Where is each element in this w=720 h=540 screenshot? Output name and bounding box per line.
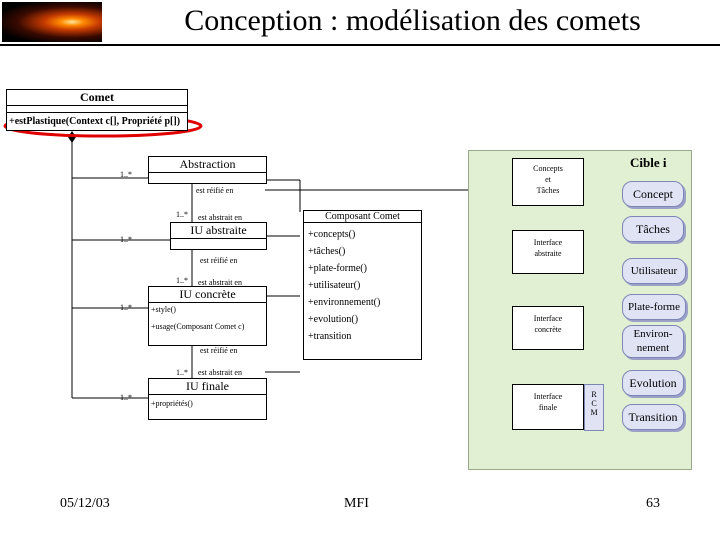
composant-op: +concepts() [308,229,356,240]
mult-iu-abstraite: 1..* [120,235,132,244]
composant-op: +transition [308,331,352,342]
interface-finale-card: Interface finale [512,384,584,430]
mult-abstraction: 1..* [120,170,132,179]
concepts-taches-card: Concepts et Tâches [512,158,584,206]
interface-concrete-card: Interface concrète [512,306,584,350]
composant-op: +evolution() [308,314,359,325]
target-concept: Concept [622,181,684,207]
comet-class: Comet +estPlastique(Context c[], Proprié… [6,89,188,131]
slide-title: Conception : modélisation des comets [184,4,641,37]
target-transition: Transition [622,404,684,430]
mult-iu-finale: 1..* [120,393,132,402]
iu-concrete-reified: est réifié en [200,346,238,355]
target-utilisateur: Utilisateur [622,258,686,284]
mult-iu-concrete: 1..* [120,303,132,312]
target-evolution: Evolution [622,370,684,396]
iu-finale-abstracted: est abstrait en [198,368,242,377]
rcm-box: R C M [584,384,604,431]
comet-logo [2,2,102,42]
comet-class-name: Comet [7,90,187,106]
composant-op: +tâches() [308,246,346,257]
iu-abstraite-mult: 1..* [176,210,188,219]
footer-center: MFI [344,496,369,511]
iu-concrete-mult: 1..* [176,276,188,285]
footer-date: 05/12/03 [60,496,110,511]
iu-abstraite-reified: est réifié en [200,256,238,265]
composant-op: +environnement() [308,297,381,308]
composant-op: +plate-forme() [308,263,367,274]
abstraction-reified: est réifié en [196,186,234,195]
composant-comet-class: Composant Comet +concepts() +tâches() +p… [303,210,422,360]
abstraction-class: Abstraction [148,156,267,184]
cible-label: Cible i [630,155,667,170]
target-environnement: Environ-nement [622,325,684,358]
iu-abstraite-abstracted: est abstrait en [198,213,242,222]
composant-op: +utilisateur() [308,280,361,291]
title-rule [0,44,720,46]
iu-finale-class: IU finale +propriétés() [148,378,267,420]
iu-abstraite-name: IU abstraite [171,223,266,239]
iu-concrete-op: +usage(Composant Comet c) [151,322,245,331]
target-plate-forme: Plate-forme [622,294,686,320]
iu-finale-op: +propriétés() [151,399,193,408]
iu-finale-name: IU finale [149,379,266,395]
iu-concrete-class: IU concrète +style() +usage(Composant Co… [148,286,267,346]
iu-concrete-op: +style() [151,305,176,314]
iu-abstraite-class: IU abstraite [170,222,267,250]
composant-comet-name: Composant Comet [304,211,421,223]
iu-concrete-name: IU concrète [149,287,266,303]
interface-abstraite-card: Interface abstraite [512,230,584,274]
abstraction-name: Abstraction [149,157,266,173]
iu-finale-mult: 1..* [176,368,188,377]
comet-method: +estPlastique(Context c[], Propriété p[]… [9,116,181,127]
target-taches: Tâches [622,216,684,242]
footer-page: 63 [646,496,660,511]
iu-concrete-abstracted: est abstrait en [198,278,242,287]
